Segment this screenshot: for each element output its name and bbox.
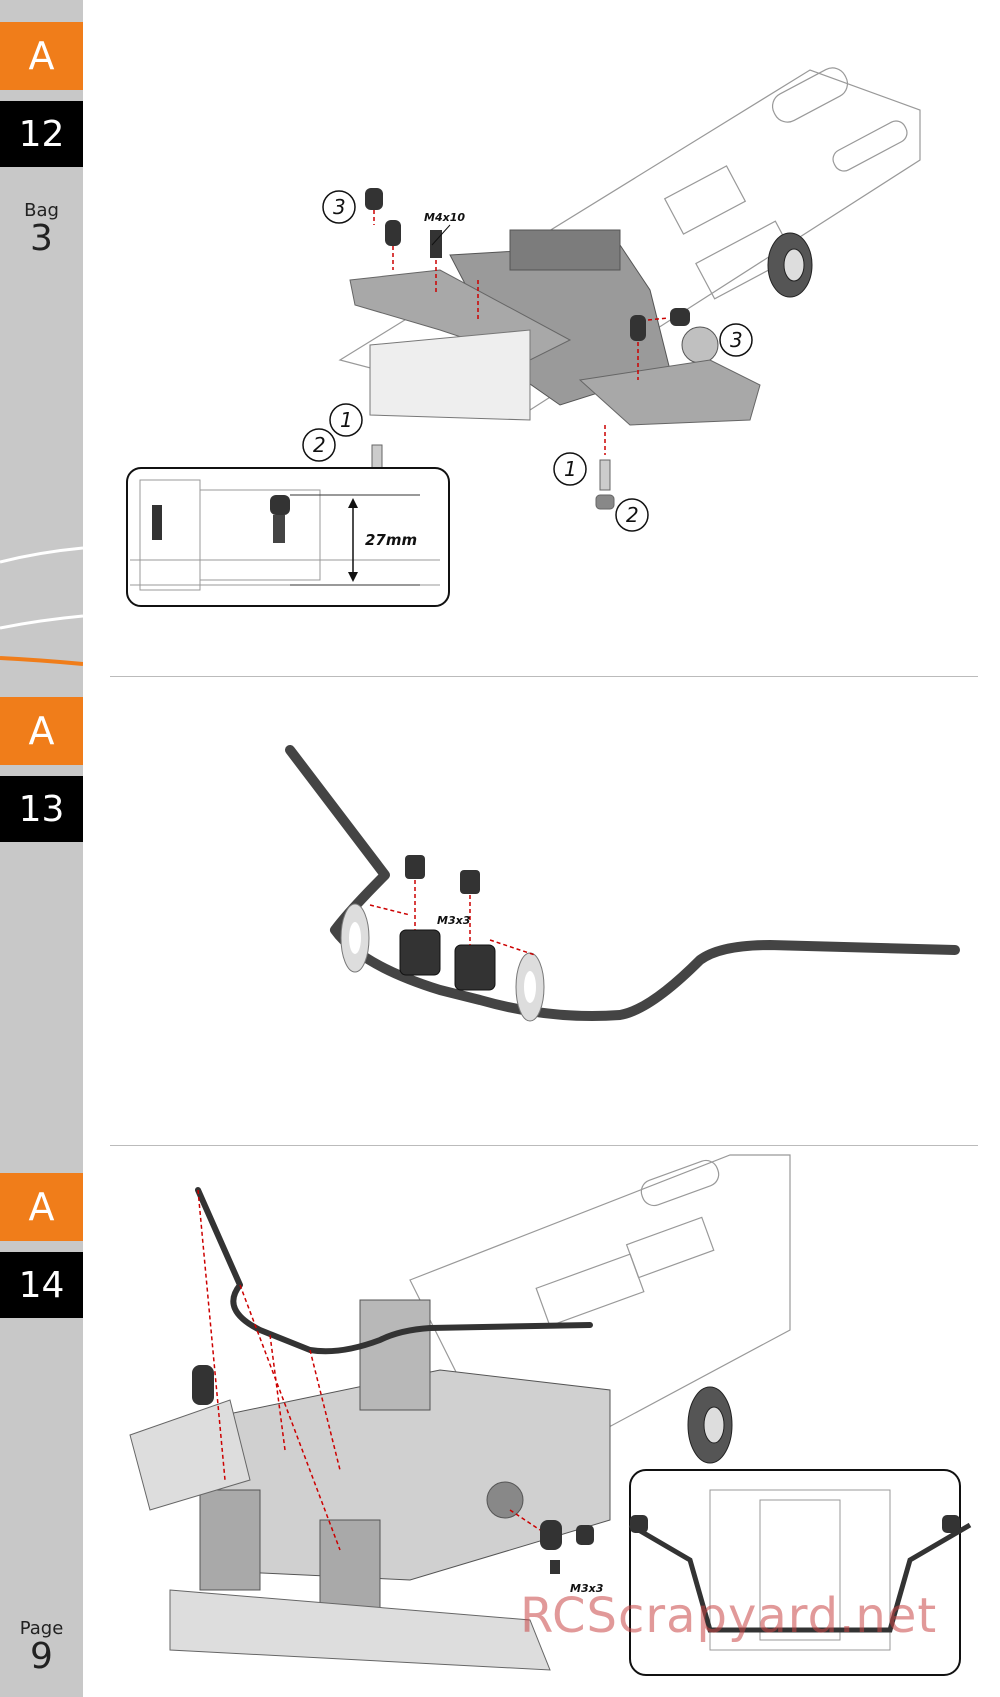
anti-roll-bar [285,745,960,1021]
step-13-diagram: M3x3 [285,745,960,1022]
page-label: Page [19,1618,64,1639]
callout-1-right: 1 [553,452,587,486]
bag-label: Bag [24,200,59,221]
step-12-screw-label: M4x10 [424,211,465,224]
svg-text:3: 3 [730,328,743,352]
svg-text:2: 2 [626,503,639,527]
step-14-screw-label: M3x3 [570,1582,604,1595]
callout-2-right: 2 [615,498,649,532]
callout-3-right: 3 [719,323,753,357]
step-12-letter: A [0,22,83,90]
assembly-guides-13 [369,880,536,956]
sidebar: A 12 Bag 3 A 13 A 14 Page 9 [0,0,83,1697]
step-13-screw-label: M3x3 [437,914,471,927]
step-14-number: 14 [0,1252,83,1318]
callout-1-left: 1 [329,403,363,437]
bulkhead [449,229,719,406]
step-12-inset: 27mm [126,467,450,607]
set-screws [405,855,480,894]
step-13-letter: A [0,697,83,765]
ball-bearing-right [515,952,545,1022]
assembly-guides-14 [197,1189,541,1551]
collar-right [454,944,496,991]
ball-studs [365,188,690,341]
pulley [767,232,813,298]
bag-number: 3 [30,218,53,259]
svg-text:2: 2 [313,433,326,457]
svg-text:1: 1 [564,457,577,481]
step-13-number: 13 [0,776,83,842]
ball-bearing-left [340,903,370,973]
svg-text:3: 3 [333,195,346,219]
step-14-letter: A [0,1173,83,1241]
step-14-diagram: M3x3 [129,1154,972,1676]
divider-1 [110,676,978,677]
sidebar-swoosh [0,546,83,666]
svg-text:1: 1 [340,408,353,432]
collar-left [399,929,441,976]
bulkhead-14 [199,1299,611,1611]
ball-studs-14 [192,1365,594,1574]
callout-3-upper: 3 [322,190,356,224]
watermark: RCScrapyard.net [520,1588,938,1644]
step-14-inset [628,1469,972,1676]
inset-dimension: 27mm [365,531,417,549]
divider-2 [110,1145,978,1146]
anti-roll-bar-14 [195,1187,593,1355]
step-12-number: 12 [0,101,83,167]
callout-2-left: 2 [302,428,336,462]
step-12-diagram: 3 3 1 2 1 2 M4x10 27mm [126,67,921,607]
page-number: 9 [30,1636,53,1677]
assembly-guides [373,210,669,455]
pulley-14 [687,1386,733,1464]
front-plate [369,329,531,421]
